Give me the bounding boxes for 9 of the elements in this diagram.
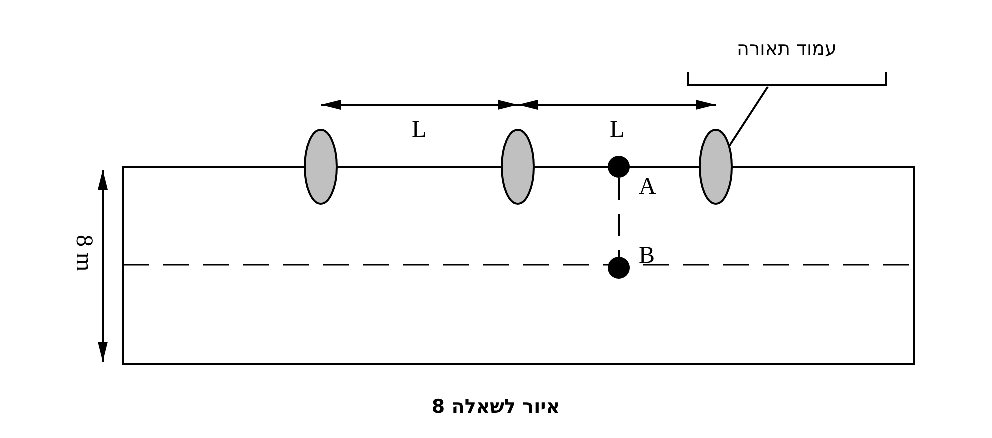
point-label: A	[639, 175, 656, 199]
leader-line	[728, 86, 769, 148]
caption: איור לשאלה 8	[430, 398, 562, 417]
component-label: עמוד תאורה	[736, 40, 838, 59]
distance-label: L	[412, 118, 427, 142]
connector-line	[618, 178, 620, 257]
distance-label: L	[610, 118, 625, 142]
point-label: B	[639, 244, 656, 268]
dimension-label: 8 m	[72, 235, 96, 272]
